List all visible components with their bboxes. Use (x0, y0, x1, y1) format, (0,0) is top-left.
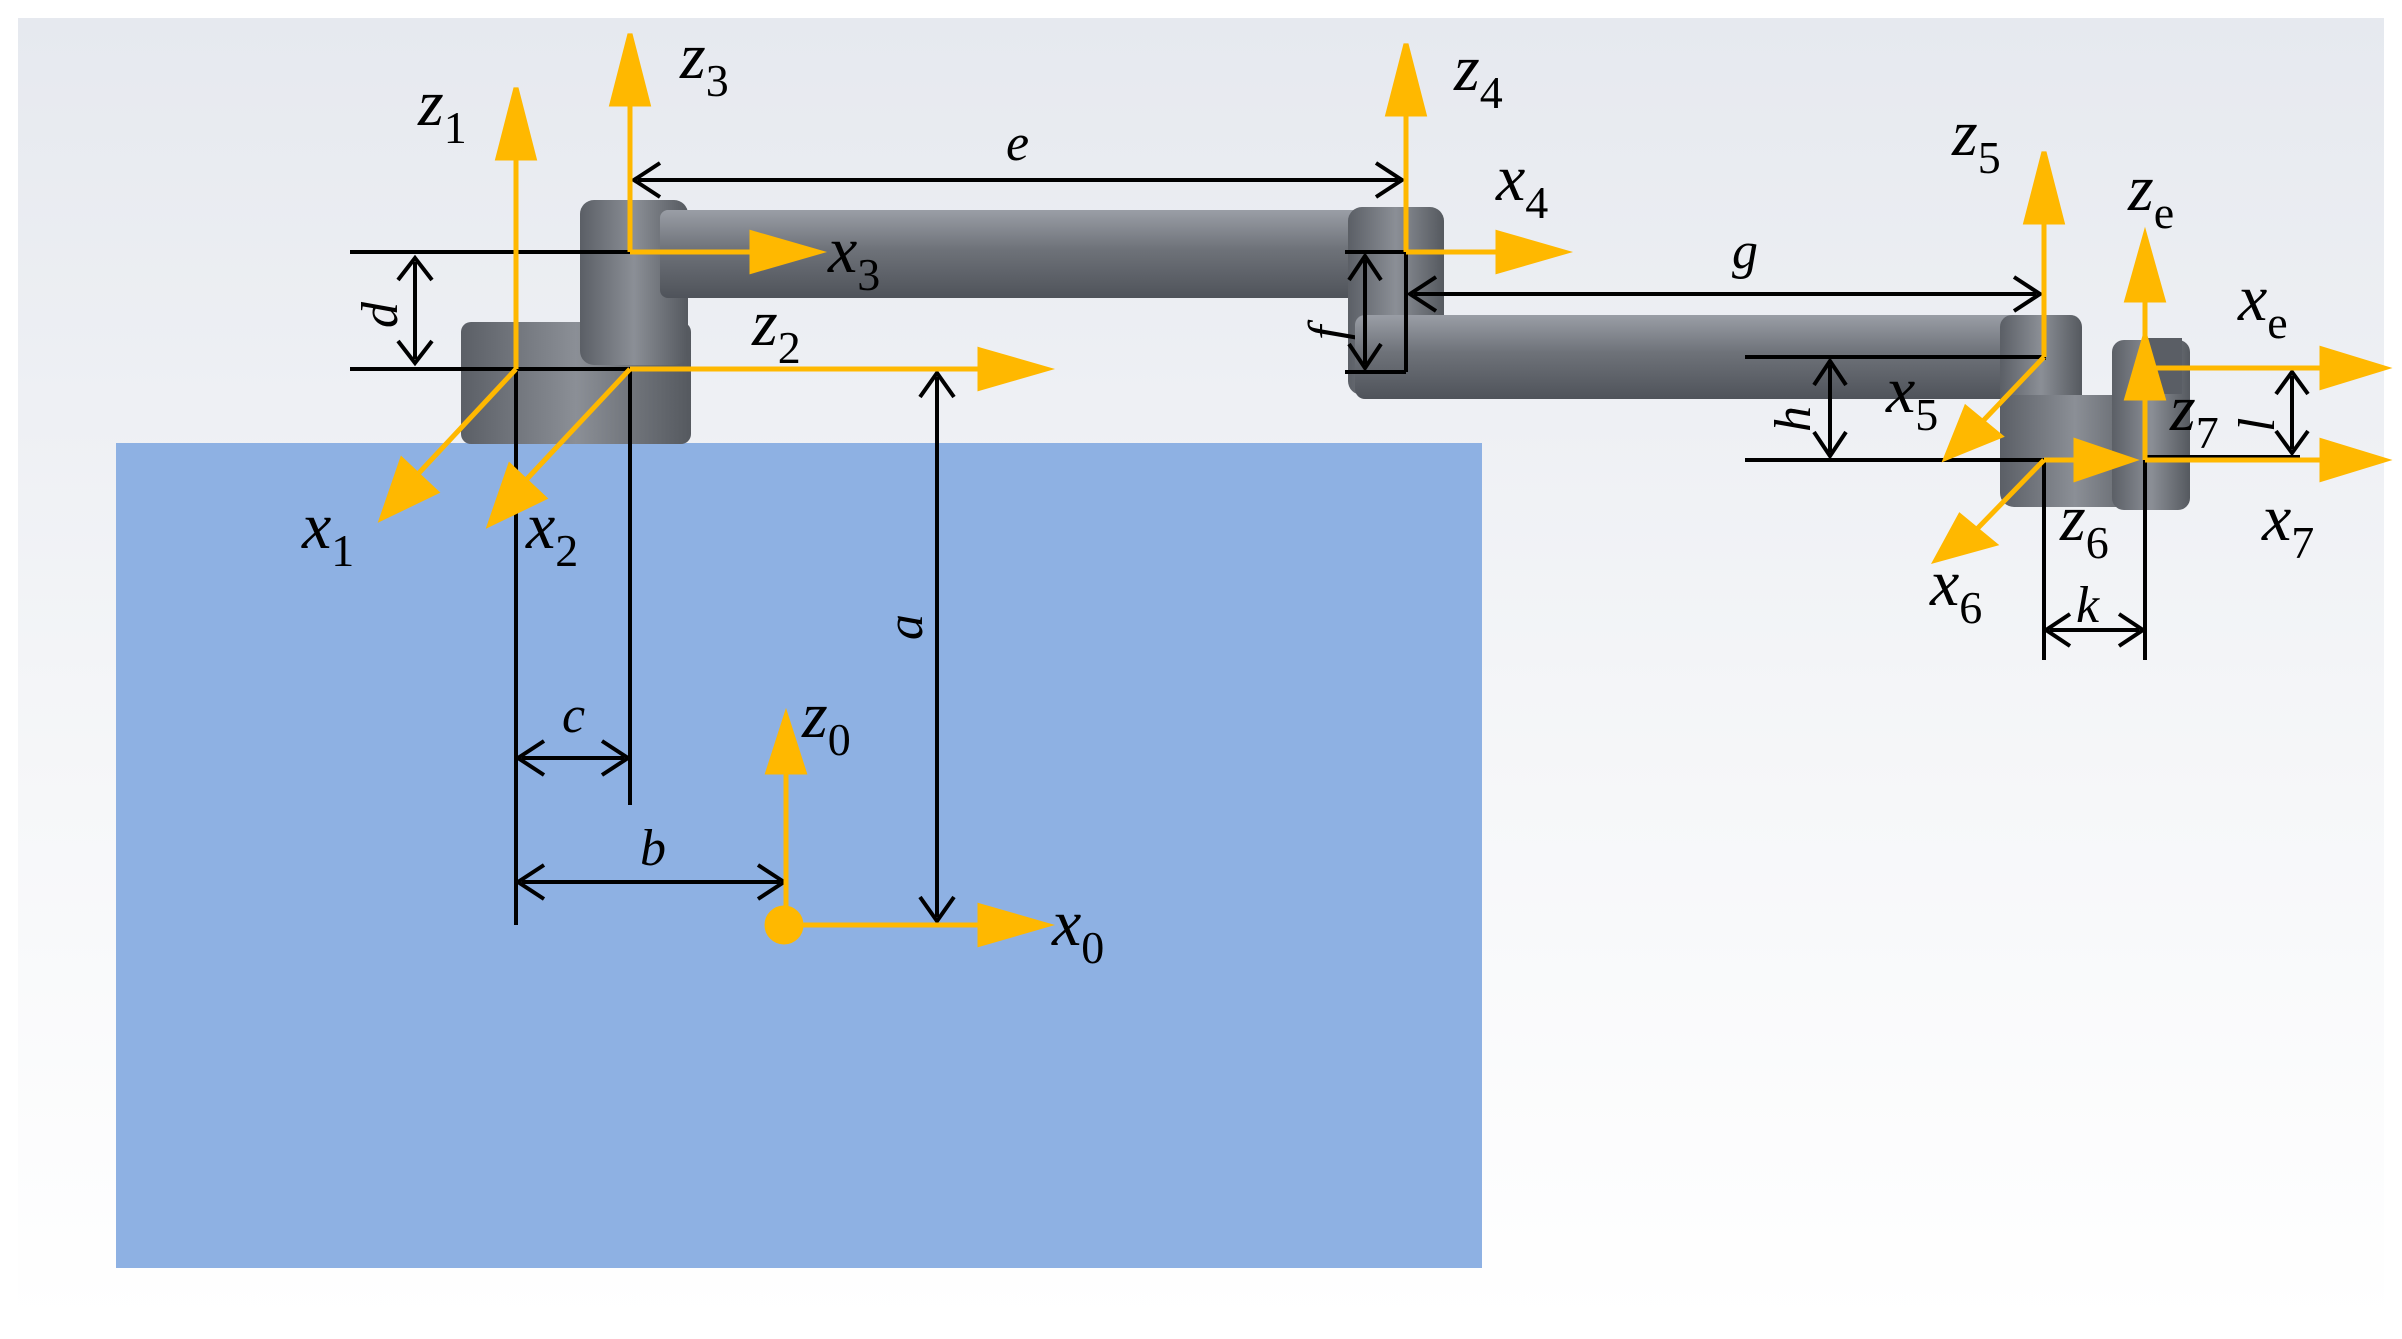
frame-axes (377, 33, 2393, 948)
dim-label-c: c (562, 687, 585, 744)
dimension-labels: a b c d e f g h k l (352, 115, 2286, 877)
dimension-arrows (396, 161, 2310, 925)
label-z5: z5 (1951, 97, 2001, 183)
forearm-link (1355, 315, 2081, 399)
label-xe: xe (2237, 262, 2288, 348)
label-z1: z1 (417, 67, 467, 153)
label-ze: ze (2127, 152, 2174, 238)
label-x1: x1 (301, 490, 354, 576)
label-x5: x5 (1885, 354, 1938, 440)
label-x7: x7 (2261, 482, 2314, 568)
label-z0: z0 (801, 679, 851, 765)
dim-label-e: e (1006, 115, 1029, 172)
axis-labels: z0 x0 z1 x1 z2 x2 z3 x3 z4 x4 z5 x5 z6 x… (301, 20, 2314, 973)
z1-arrowhead (494, 87, 538, 161)
x4-arrowhead (1495, 229, 1574, 275)
z6-arrowhead (2073, 437, 2140, 483)
xe-arrowhead (2319, 345, 2393, 391)
z4-arrowhead (1384, 43, 1428, 117)
x1-arrowhead (377, 455, 441, 523)
dim-label-a: a (877, 614, 934, 640)
robot-arm (461, 200, 2190, 510)
dim-label-b: b (640, 820, 666, 877)
label-z3: z3 (679, 20, 729, 106)
label-z6: z6 (2059, 482, 2109, 568)
z0-arrowhead (764, 707, 808, 775)
ze-arrowhead (2123, 226, 2167, 303)
label-x6: x6 (1929, 547, 1982, 633)
dim-label-l: l (2229, 418, 2286, 432)
upper-link (660, 210, 1410, 298)
label-x2: x2 (525, 490, 578, 576)
label-x4: x4 (1495, 142, 1548, 228)
x6-arrowhead (1930, 512, 2000, 564)
label-x0: x0 (1051, 887, 1104, 973)
dim-label-d: d (352, 301, 409, 328)
z2-arrowhead (977, 346, 1056, 392)
x2-arrowhead (485, 461, 549, 529)
dim-label-g: g (1732, 223, 1758, 280)
label-z7: z7 (2169, 372, 2219, 458)
dim-label-h: h (1765, 406, 1822, 432)
z5-arrowhead (2022, 151, 2066, 225)
x0-arrowhead (977, 902, 1056, 948)
x5-arrowhead (1941, 403, 2005, 463)
x3-arrowhead (749, 229, 828, 275)
x7-arrowhead (2319, 437, 2393, 483)
z3-arrowhead (608, 33, 652, 107)
base-block (116, 443, 1482, 1268)
label-z2: z2 (751, 287, 801, 373)
frame0-origin (764, 905, 804, 945)
label-z4: z4 (1453, 32, 1503, 118)
label-x3: x3 (827, 214, 880, 300)
dim-label-k: k (2076, 577, 2100, 634)
